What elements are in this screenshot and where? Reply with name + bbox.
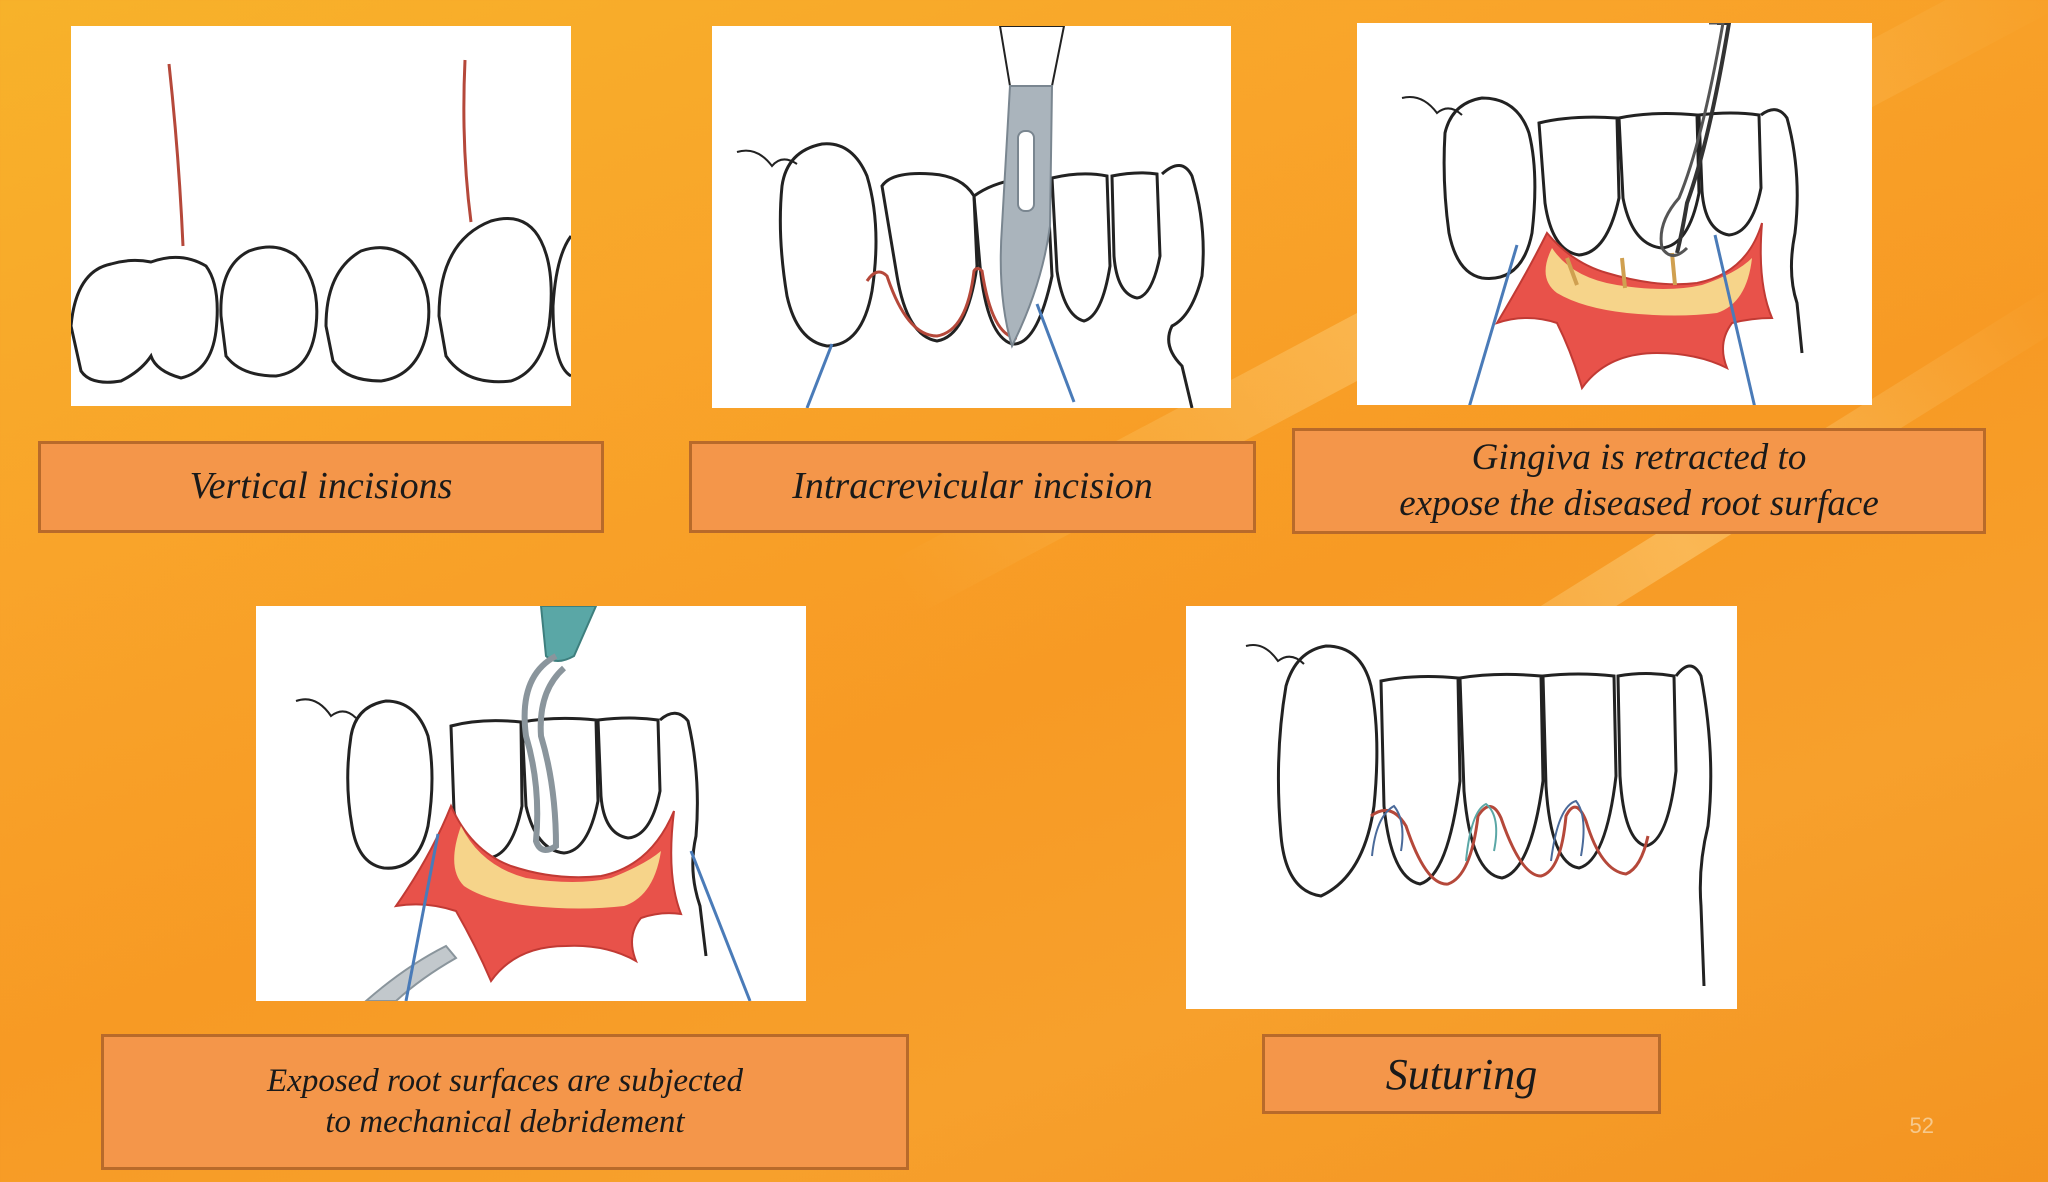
- retracted-gingiva-illustration: [1357, 23, 1872, 405]
- step-caption-suturing: Suturing: [1262, 1034, 1661, 1114]
- caption-line: Gingiva is retracted to: [1471, 436, 1807, 478]
- caption-line: to mechanical debridement: [325, 1104, 685, 1140]
- caption-line: Exposed root surfaces are subjected: [267, 1062, 743, 1099]
- caption-line: Intracrevicular incision: [792, 465, 1153, 508]
- debridement-illustration: [256, 606, 806, 1001]
- caption-line: expose the diseased root surface: [1399, 483, 1879, 524]
- suturing-illustration: [1186, 606, 1737, 1009]
- caption-line: Vertical incisions: [189, 465, 453, 508]
- step-caption-mechanical-debridement: Exposed root surfaces are subjected to m…: [101, 1034, 909, 1170]
- page-number: 52: [1909, 1113, 1934, 1138]
- caption-line: Suturing: [1385, 1049, 1538, 1099]
- scalpel-incision-illustration: [712, 26, 1231, 408]
- vertical-incisions-illustration: [71, 26, 571, 406]
- step-caption-intracrevicular-incision: Intracrevicular incision: [689, 441, 1256, 533]
- step-caption-gingiva-retracted: Gingiva is retracted to expose the disea…: [1292, 428, 1986, 534]
- step-caption-vertical-incisions: Vertical incisions: [38, 441, 604, 533]
